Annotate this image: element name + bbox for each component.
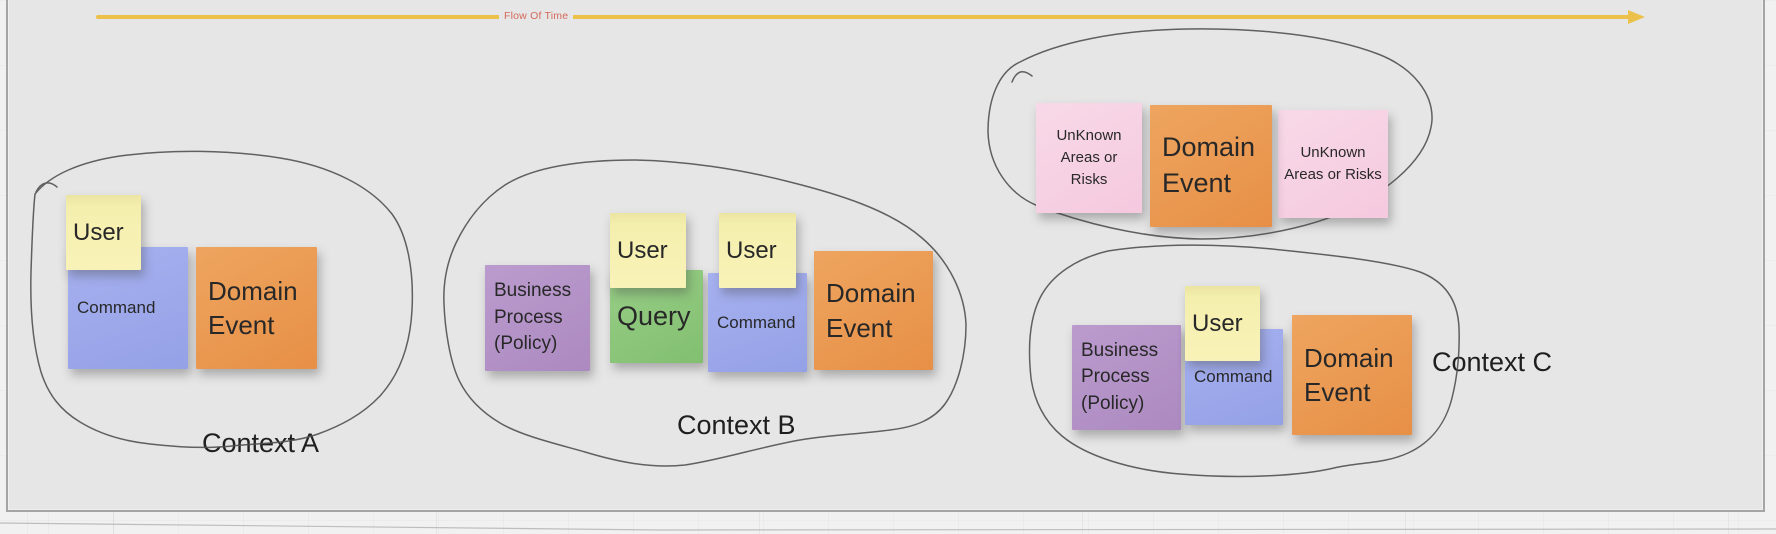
sticky-text: Command xyxy=(1194,367,1273,386)
sticky-command-b[interactable]: Command xyxy=(708,273,807,372)
sticky-command-a[interactable]: Command xyxy=(68,247,188,369)
flow-of-time-arrow[interactable] xyxy=(96,15,1630,19)
sticky-text: User xyxy=(73,218,124,246)
sticky-text: UnKnown Areas or Risks xyxy=(1056,127,1122,188)
sticky-domain-event-c[interactable]: Domain Event xyxy=(1292,315,1412,435)
sticky-text: Command xyxy=(77,298,156,317)
sticky-domain-event-b[interactable]: Domain Event xyxy=(814,251,933,370)
stray-stroke xyxy=(0,522,1776,532)
flow-arrowhead-icon xyxy=(1628,10,1645,24)
sticky-domain-event-top[interactable]: Domain Event xyxy=(1150,105,1272,227)
sticky-text: Business Process (Policy) xyxy=(494,280,572,355)
sticky-text: Domain Event xyxy=(208,275,298,340)
sticky-domain-event-a[interactable]: Domain Event xyxy=(196,247,317,369)
sticky-user-b2[interactable]: User xyxy=(719,213,796,288)
sticky-text: Domain Event xyxy=(1304,342,1394,407)
flow-of-time-label[interactable]: Flow Of Time xyxy=(499,9,574,24)
sticky-unknown-risk-1[interactable]: UnKnown Areas or Risks xyxy=(1036,103,1142,213)
context-b-outline[interactable] xyxy=(443,159,967,467)
sticky-business-process-c[interactable]: Business Process (Policy) xyxy=(1072,325,1181,430)
risk-cluster-outline-notch[interactable] xyxy=(1011,71,1033,83)
sticky-text: User xyxy=(1192,309,1243,337)
sticky-text: Domain Event xyxy=(826,278,916,343)
context-a-outline[interactable] xyxy=(30,150,414,449)
sticky-text: Command xyxy=(717,312,796,332)
sticky-user-b1[interactable]: User xyxy=(610,213,686,288)
sticky-text: UnKnown Areas or Risks xyxy=(1284,144,1382,183)
sticky-text: User xyxy=(617,236,668,264)
sticky-text: User xyxy=(726,236,777,264)
context-a-label[interactable]: Context A xyxy=(202,428,320,458)
context-b-label[interactable]: Context B xyxy=(677,410,796,440)
sticky-unknown-risk-2[interactable]: UnKnown Areas or Risks xyxy=(1278,110,1388,218)
sticky-user-c[interactable]: User xyxy=(1185,286,1260,361)
context-a-outline-hook[interactable] xyxy=(35,182,58,193)
sticky-user-a[interactable]: User xyxy=(66,195,141,270)
sticky-text: Domain Event xyxy=(1162,132,1256,198)
sticky-text: Business Process (Policy) xyxy=(1081,339,1159,414)
sticky-text: Query xyxy=(617,301,691,331)
context-c-label[interactable]: Context C xyxy=(1432,347,1553,377)
context-c-outline[interactable] xyxy=(1028,244,1460,478)
sticky-business-process-b[interactable]: Business Process (Policy) xyxy=(485,265,590,371)
